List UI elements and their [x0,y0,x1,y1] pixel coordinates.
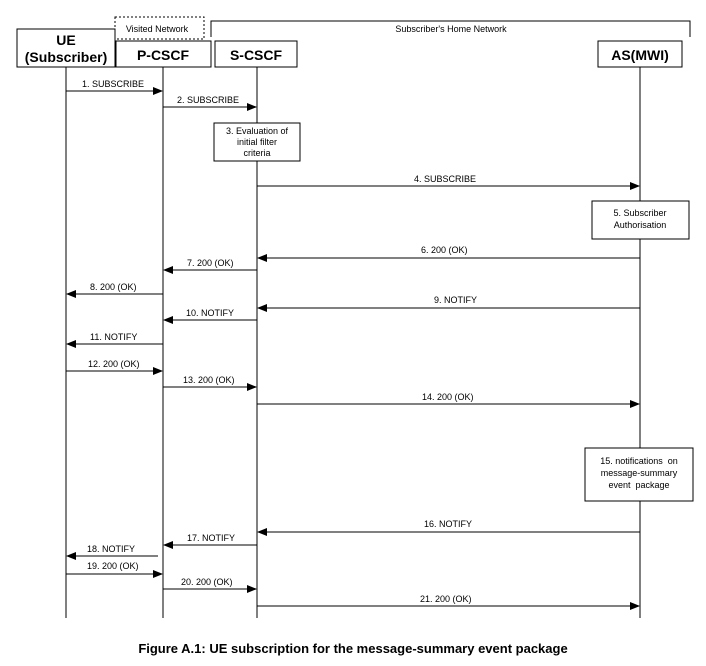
message-14-label: 14. 200 (OK) [422,392,474,402]
process-box-step15-line1: 15. notifications on [600,456,678,466]
message-8-label: 8. 200 (OK) [90,282,137,292]
sequence-diagram: Visited Network Subscriber's Home Networ… [16,16,694,618]
process-box-step15: 15. notifications on message-summary eve… [584,447,694,502]
message-13-label: 13. 200 (OK) [183,375,235,385]
message-16-label: 16. NOTIFY [424,519,472,529]
message-10: 10. NOTIFY [163,308,257,324]
message-16: 16. NOTIFY [257,519,640,536]
message-20: 20. 200 (OK) [163,577,257,593]
participant-ue-label-line2: (Subscriber) [25,49,107,65]
process-box-step15-line2: message-summary [601,468,678,478]
message-1-label: 1. SUBSCRIBE [82,79,144,89]
message-14: 14. 200 (OK) [257,392,640,408]
process-box-step5-line1: 5. Subscriber [613,208,666,218]
participant-ue-label-line1: UE [56,32,75,48]
message-18-label: 18. NOTIFY [87,544,135,554]
message-7: 7. 200 (OK) [163,258,257,274]
message-6: 6. 200 (OK) [257,245,640,262]
message-8: 8. 200 (OK) [66,282,163,298]
message-10-label: 10. NOTIFY [186,308,234,318]
message-11: 11. NOTIFY [66,332,163,348]
process-box-step5: 5. Subscriber Authorisation [591,200,690,240]
participant-scscf-label: S-CSCF [230,47,283,63]
message-7-label: 7. 200 (OK) [187,258,234,268]
visited-network-label: Visited Network [126,24,189,34]
message-4: 4. SUBSCRIBE [257,174,640,190]
message-19-label: 19. 200 (OK) [87,561,139,571]
visited-network-region [114,16,205,40]
message-9: 9. NOTIFY [257,295,640,312]
message-11-label: 11. NOTIFY [90,332,137,342]
process-box-step5-line2: Authorisation [614,220,667,230]
message-17: 17. NOTIFY [163,533,257,549]
figure-caption: Figure A.1: UE subscription for the mess… [138,641,568,656]
message-2: 2. SUBSCRIBE [163,95,257,111]
message-21-label: 21. 200 (OK) [420,594,472,604]
process-box-step15-line3: event package [608,480,669,490]
process-box-step3: 3. Evaluation of initial filter criteria [213,122,301,162]
message-13: 13. 200 (OK) [163,375,257,391]
message-12-label: 12. 200 (OK) [88,359,140,369]
process-box-step3-line1: 3. Evaluation of [226,126,289,136]
message-6-label: 6. 200 (OK) [421,245,468,255]
message-12: 12. 200 (OK) [66,359,163,375]
message-1: 1. SUBSCRIBE [66,79,163,95]
participant-pcscf-label: P-CSCF [137,47,190,63]
message-17-label: 17. NOTIFY [187,533,235,543]
home-network-label: Subscriber's Home Network [395,24,507,34]
message-21: 21. 200 (OK) [257,594,640,610]
message-4-label: 4. SUBSCRIBE [414,174,476,184]
message-19: 19. 200 (OK) [66,561,163,578]
message-18: 18. NOTIFY [66,544,158,560]
process-box-step3-line3: criteria [243,148,270,158]
message-2-label: 2. SUBSCRIBE [177,95,239,105]
home-network-label-bg [388,22,516,36]
participant-as-label: AS(MWI) [611,47,669,63]
participant-ue: UE (Subscriber) [16,28,116,68]
process-box-step3-line2: initial filter [237,137,277,147]
participant-scscf: S-CSCF [214,40,298,68]
message-20-label: 20. 200 (OK) [181,577,233,587]
home-network-bracket [210,20,691,37]
participant-pcscf: P-CSCF [115,40,212,68]
participant-as: AS(MWI) [597,40,683,68]
message-9-label: 9. NOTIFY [434,295,477,305]
